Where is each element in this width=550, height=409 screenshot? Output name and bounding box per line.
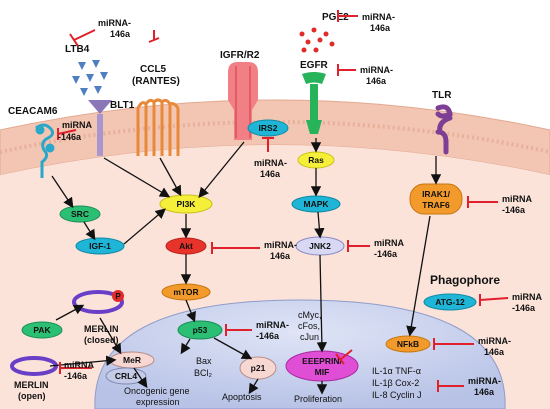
cytokine-line-3: IL-8 Cyclin J bbox=[372, 390, 422, 400]
mirna-irs2-1: miRNA- bbox=[254, 158, 287, 168]
ceacam6-receptor-icon bbox=[35, 123, 55, 178]
cjun-label: cJun bbox=[300, 332, 319, 342]
cmyc-label: cMyc, bbox=[298, 310, 322, 320]
ltb4-ligand-icon bbox=[72, 60, 108, 96]
igfr-label: IGFR/R2 bbox=[220, 50, 260, 61]
crl4-label: CRL4 bbox=[115, 371, 137, 381]
mirna-irs2-2: 146a bbox=[260, 169, 281, 179]
mirna-egfr-2: 146a bbox=[366, 76, 387, 86]
mirna-cytokine-2: 146a bbox=[474, 387, 495, 397]
mirna-merlin-2: -146a bbox=[64, 371, 88, 381]
mapk-label: MAPK bbox=[303, 199, 329, 209]
ltb4-label: LTB4 bbox=[65, 44, 90, 55]
atg12-label: ATG-12 bbox=[435, 297, 465, 307]
mirna-akt-1: miRNA- bbox=[264, 240, 297, 250]
mirna-jnk2-1: miRNA bbox=[374, 238, 405, 248]
mirna-akt-2: 146a bbox=[270, 251, 291, 261]
apoptosis-label: Apoptosis bbox=[222, 392, 262, 402]
pak-node bbox=[21, 321, 63, 339]
nfkb-label: NFkB bbox=[397, 339, 419, 349]
mirna-p53-1: miRNA- bbox=[256, 320, 289, 330]
tlr-label: TLR bbox=[432, 90, 452, 101]
mirna-irak1-2: -146a bbox=[502, 205, 526, 215]
tlr-receptor-icon bbox=[435, 104, 453, 155]
bax-label: Bax bbox=[196, 356, 212, 366]
merlin-closed-label-1: MERLIN bbox=[84, 324, 119, 334]
pge2-label: PGE2 bbox=[322, 12, 349, 23]
rantes-label: (RANTES) bbox=[132, 76, 180, 87]
mirna-ltb4-1: miRNA- bbox=[98, 18, 131, 28]
pi3k-label: PI3K bbox=[177, 199, 197, 209]
ccl5-receptor-icon bbox=[136, 98, 180, 156]
oncogenic-label-1: Oncogenic gene bbox=[124, 386, 190, 396]
inhibition-bars bbox=[57, 10, 509, 392]
mtor-label: mTOR bbox=[173, 287, 198, 297]
irs2-label: IRS2 bbox=[259, 123, 278, 133]
p53-label: p53 bbox=[193, 325, 208, 335]
activation-arrows bbox=[49, 138, 442, 395]
src-node bbox=[59, 205, 101, 223]
atg12-node bbox=[423, 293, 477, 311]
blt1-receptor-icon bbox=[88, 100, 112, 156]
oncogenic-label-2: expression bbox=[136, 397, 180, 407]
mirna-jnk2-2: -146a bbox=[374, 249, 398, 259]
phagophore-label: Phagophore bbox=[430, 273, 500, 287]
cfos-label: cFos, bbox=[298, 321, 320, 331]
mirna-nfkb-2: 146a bbox=[484, 347, 505, 357]
pi3k-node bbox=[159, 194, 213, 214]
mif-label: MIF bbox=[315, 367, 330, 377]
ras-label: Ras bbox=[308, 155, 324, 165]
blt1-label: BLT1 bbox=[110, 100, 135, 111]
igfr-receptor-icon bbox=[228, 62, 258, 140]
eeeprin-label: EEEPRIN/ bbox=[302, 356, 342, 366]
merlin-open-label-2: (open) bbox=[18, 391, 46, 401]
igf1-node bbox=[75, 237, 125, 255]
mirna-atg12-1: miRNA bbox=[512, 292, 543, 302]
mirna-irak1-1: miRNA bbox=[502, 194, 533, 204]
mirna-merlin-1: miRNA bbox=[64, 360, 95, 370]
mirna-labels: miRNA- 146a miRNA- 146a miRNA- 146a miRN… bbox=[58, 12, 543, 397]
proliferation-label: Proliferation bbox=[294, 394, 342, 404]
pak-label: PAK bbox=[33, 325, 51, 335]
p53-node bbox=[177, 320, 223, 340]
jnk2-label: JNK2 bbox=[309, 241, 331, 251]
mer-label: MeR bbox=[123, 355, 141, 365]
ceacam6-label: CEACAM6 bbox=[8, 106, 58, 117]
mirna-nfkb-1: miRNA- bbox=[478, 336, 511, 346]
cytokine-line-1: IL-1α TNF-α bbox=[372, 366, 421, 376]
pge2-ligand-icon bbox=[299, 27, 335, 53]
mirna-atg12-2: -146a bbox=[512, 303, 536, 313]
merlin-open-label-1: MERLIN bbox=[14, 380, 49, 390]
phosphate-badge bbox=[112, 290, 124, 302]
phosphate-label: P bbox=[115, 292, 121, 301]
mirna-p53-2: -146a bbox=[256, 331, 280, 341]
akt-label: Akt bbox=[179, 241, 193, 251]
merlin-closed-label-2: (closed) bbox=[84, 335, 119, 345]
traf6-label: TRAF6 bbox=[422, 200, 450, 210]
igf1-label: IGF-1 bbox=[89, 241, 111, 251]
bcl2-label: BCl₂ bbox=[194, 368, 213, 378]
membrane-dashes bbox=[0, 120, 550, 154]
egfr-label: EGFR bbox=[300, 60, 329, 71]
egfr-receptor-icon bbox=[302, 72, 326, 134]
p21-label: p21 bbox=[251, 363, 266, 373]
mirna-ltb4-2: 146a bbox=[110, 29, 131, 39]
mirna-pge2-1: miRNA- bbox=[362, 12, 395, 22]
merlin-closed-icon bbox=[72, 290, 124, 314]
cytokine-line-2: IL-1β Cox-2 bbox=[372, 378, 419, 388]
mirna-ceacam6-2: -146a bbox=[58, 132, 82, 142]
mirna-egfr-1: miRNA- bbox=[360, 65, 393, 75]
src-label: SRC bbox=[71, 209, 89, 219]
mirna-pge2-2: 146a bbox=[370, 23, 391, 33]
irak1-label: IRAK1/ bbox=[422, 189, 451, 199]
ccl5-label: CCL5 bbox=[140, 64, 167, 75]
mirna-cytokine-1: miRNA- bbox=[468, 376, 501, 386]
mirna-ceacam6-1: miRNA bbox=[62, 120, 93, 130]
irs2-node bbox=[247, 119, 289, 137]
